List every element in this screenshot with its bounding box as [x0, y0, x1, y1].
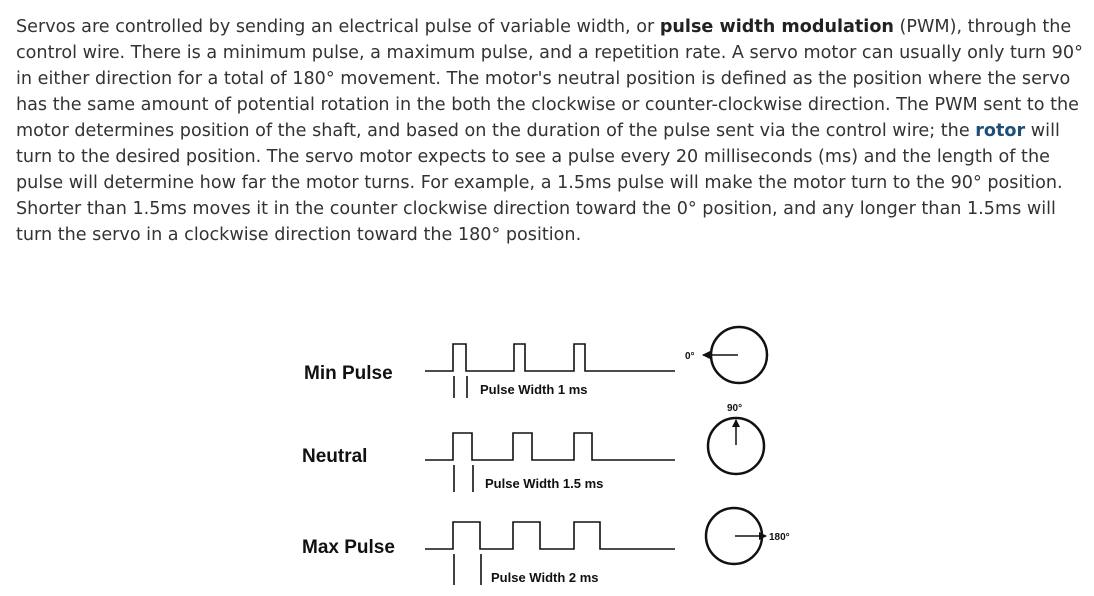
rotor-link[interactable]: rotor [975, 121, 1026, 141]
pulse-width-label-min: Pulse Width 1 ms [480, 382, 588, 397]
angle-label-90: 90° [727, 403, 742, 414]
paragraph-text-2: (PWM), through the control wire. There i… [16, 17, 1083, 141]
servo-dial-icon-90 [706, 416, 766, 476]
servo-dial-icon-0 [702, 325, 769, 385]
article-paragraph: Servos are controlled by sending an elec… [16, 14, 1084, 248]
paragraph-text-3: will turn to the desired position. The s… [16, 121, 1063, 245]
pwm-waveform-min [425, 343, 675, 372]
bold-term-pwm: pulse width modulation [659, 17, 894, 37]
row-label-max-pulse: Max Pulse [302, 537, 395, 558]
row-label-min-pulse: Min Pulse [304, 363, 393, 384]
angle-label-0: 0° [685, 351, 695, 362]
pwm-waveform-max [425, 521, 675, 550]
pulse-width-label-neutral: Pulse Width 1.5 ms [485, 476, 603, 491]
servo-dial-icon-180 [704, 506, 767, 566]
row-label-neutral: Neutral [302, 446, 367, 467]
angle-label-180: 180° [769, 532, 790, 543]
paragraph-text-1: Servos are controlled by sending an elec… [16, 17, 660, 37]
pulse-width-label-max: Pulse Width 2 ms [491, 570, 599, 585]
pwm-waveform-neutral [425, 432, 675, 461]
